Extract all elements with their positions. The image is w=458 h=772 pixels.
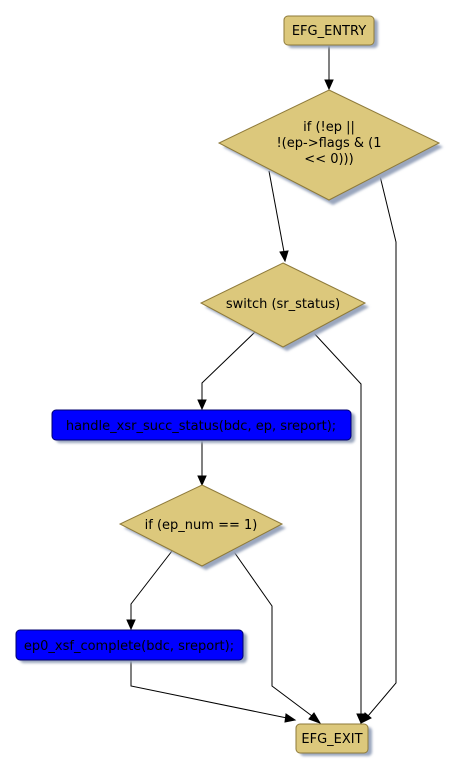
- cond-ep-line-1: if (!ep ||: [303, 120, 355, 135]
- cond-epnum-diamond: [118, 484, 284, 567]
- edge-cond-epnum-to-ep0: [130, 550, 173, 620]
- arrowhead-exit-from-switch: [356, 713, 366, 725]
- entry-box: [283, 15, 375, 46]
- arrowhead-cond-ep: [324, 79, 334, 91]
- arrowhead-cond-epnum: [197, 475, 207, 487]
- edge-cond-ep-to-switch: [268, 170, 285, 253]
- ep0-complete-box: [15, 629, 244, 661]
- cond-epnum-label: if (ep_num == 1): [145, 518, 258, 533]
- handle-succ-box: [51, 409, 352, 441]
- cond-ep-line-3: << 0))): [304, 152, 353, 167]
- node-cond-epnum: if (ep_num == 1): [118, 484, 286, 570]
- arrowhead-handle: [197, 399, 207, 411]
- edges: [126, 46, 397, 725]
- arrowhead-ep0: [126, 619, 136, 631]
- ep0-complete-label: ep0_xsf_complete(bdc, sreport);: [24, 639, 234, 654]
- exit-label: EFG_EXIT: [301, 732, 362, 747]
- edge-cond-ep-to-exit: [367, 175, 397, 717]
- node-entry: EFG_ENTRY: [283, 15, 378, 48]
- entry-label: EFG_ENTRY: [292, 24, 366, 39]
- edge-ep0-to-exit: [130, 661, 288, 719]
- node-handle-succ: handle_xsr_succ_status(bdc, ep, sreport)…: [51, 409, 355, 443]
- edge-switch-to-handle: [201, 331, 256, 400]
- node-ep0-complete: ep0_xsf_complete(bdc, sreport);: [15, 629, 247, 663]
- arrowhead-exit-from-cond-epnum: [308, 712, 322, 724]
- cond-ep-line-2: !(ep->flags & (1: [276, 136, 381, 151]
- switch-label: switch (sr_status): [226, 297, 340, 312]
- node-switch: switch (sr_status): [199, 262, 369, 351]
- switch-diamond: [199, 262, 367, 348]
- arrowhead-exit-from-ep0: [284, 713, 297, 723]
- arrowhead-switch: [279, 250, 289, 263]
- node-cond-ep: if (!ep || !(ep->flags & (1 << 0))): [217, 89, 443, 205]
- exit-box: [295, 723, 369, 754]
- handle-succ-label: handle_xsr_succ_status(bdc, ep, sreport)…: [66, 419, 336, 434]
- cond-ep-diamond: [217, 89, 441, 201]
- edge-cond-epnum-to-exit: [231, 548, 313, 717]
- edge-switch-to-exit: [311, 330, 362, 714]
- node-exit: EFG_EXIT: [295, 723, 372, 756]
